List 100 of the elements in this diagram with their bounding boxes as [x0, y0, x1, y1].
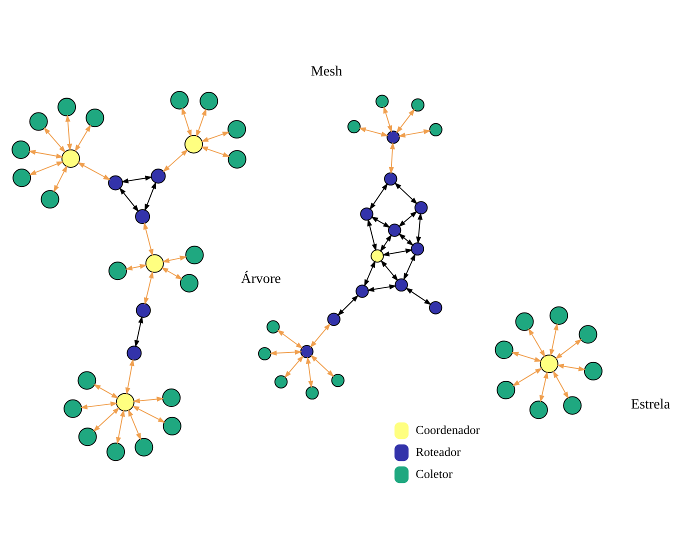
node-circle	[529, 400, 548, 420]
arrow	[398, 210, 418, 228]
arrow	[398, 233, 414, 246]
arrow	[132, 396, 164, 404]
node-circle	[106, 442, 125, 462]
arrow	[398, 129, 431, 138]
node-circle	[12, 168, 32, 188]
arrow	[369, 182, 388, 210]
arrow	[528, 328, 546, 358]
arrow	[182, 107, 192, 138]
node-circle	[540, 354, 558, 374]
arrow	[93, 384, 119, 399]
arrow	[380, 234, 392, 252]
arrow	[80, 401, 118, 410]
arrow	[28, 150, 64, 159]
legend-label: Coletor	[416, 467, 453, 482]
node-circle	[116, 392, 134, 412]
node-circle	[429, 301, 442, 314]
arrow	[77, 162, 111, 180]
node-circle	[274, 375, 288, 388]
arrow	[370, 216, 391, 228]
node-circle	[40, 190, 60, 209]
node-circle	[266, 320, 280, 334]
node-circle	[135, 209, 150, 224]
arrow	[403, 253, 416, 280]
label: Árvore	[241, 270, 281, 287]
arrow	[367, 218, 377, 252]
arrow	[143, 222, 154, 256]
arrow	[396, 108, 415, 134]
node-circle	[347, 120, 361, 134]
arrow	[43, 127, 66, 153]
node-circle	[394, 278, 408, 292]
node-circle	[29, 112, 48, 131]
node-circle	[386, 130, 400, 144]
node-circle	[162, 416, 182, 436]
node-circle	[78, 371, 96, 390]
node-circle	[228, 120, 246, 139]
node-circle	[515, 312, 534, 331]
node-circle	[184, 135, 203, 154]
node-circle	[414, 201, 428, 214]
node-circle	[331, 374, 344, 388]
node-circle	[258, 347, 272, 360]
arrow	[28, 161, 64, 176]
node-circle	[61, 149, 80, 168]
arrow	[276, 330, 304, 349]
arrow	[306, 356, 314, 388]
arrow	[144, 270, 154, 305]
arrow	[53, 165, 68, 193]
arrow	[119, 187, 139, 212]
node-circle	[429, 123, 442, 136]
arrow	[394, 182, 418, 204]
arrow	[310, 323, 331, 348]
node-circle	[584, 362, 602, 380]
arrow	[144, 182, 156, 212]
node-circle	[410, 242, 424, 256]
node-circle	[78, 428, 97, 446]
arrow	[556, 364, 586, 372]
legend-label: Roteador	[416, 445, 461, 460]
arrow	[337, 294, 359, 316]
node-circle	[180, 274, 198, 292]
legend-label: Coordenador	[416, 423, 480, 438]
node-circle	[12, 140, 30, 159]
node-circle	[64, 399, 82, 418]
arrow	[116, 409, 125, 444]
node-circle	[86, 108, 104, 128]
node-circle	[327, 312, 340, 326]
arrow	[132, 406, 166, 423]
arrow	[134, 316, 144, 348]
arrow	[405, 288, 432, 305]
arrow	[125, 264, 148, 270]
node-circle	[388, 224, 402, 237]
node-circle	[356, 284, 369, 298]
node-circle	[563, 396, 582, 415]
node-circle	[360, 207, 374, 221]
arrow	[121, 176, 152, 184]
arrow	[310, 354, 334, 377]
node-circle	[228, 150, 246, 169]
arrow	[383, 106, 392, 133]
arrow	[550, 322, 558, 356]
node-circle	[136, 302, 151, 318]
arrow	[162, 149, 188, 172]
arrow	[512, 368, 542, 386]
arrow	[511, 352, 542, 362]
node-circle	[370, 249, 384, 263]
node-circle	[496, 380, 516, 400]
arrow	[380, 260, 398, 282]
node-circle	[150, 168, 166, 184]
arrow	[388, 142, 396, 174]
label: Estrela	[630, 396, 670, 412]
node-circle	[170, 91, 189, 110]
node-circle	[300, 344, 314, 358]
arrow	[128, 409, 142, 440]
node-circle	[108, 262, 127, 280]
node-circle	[200, 92, 218, 110]
arrow	[364, 260, 376, 287]
node-circle	[384, 172, 398, 186]
arrow	[196, 108, 206, 138]
node-circle	[134, 438, 154, 456]
arrow	[200, 146, 230, 157]
arrow	[382, 248, 413, 256]
